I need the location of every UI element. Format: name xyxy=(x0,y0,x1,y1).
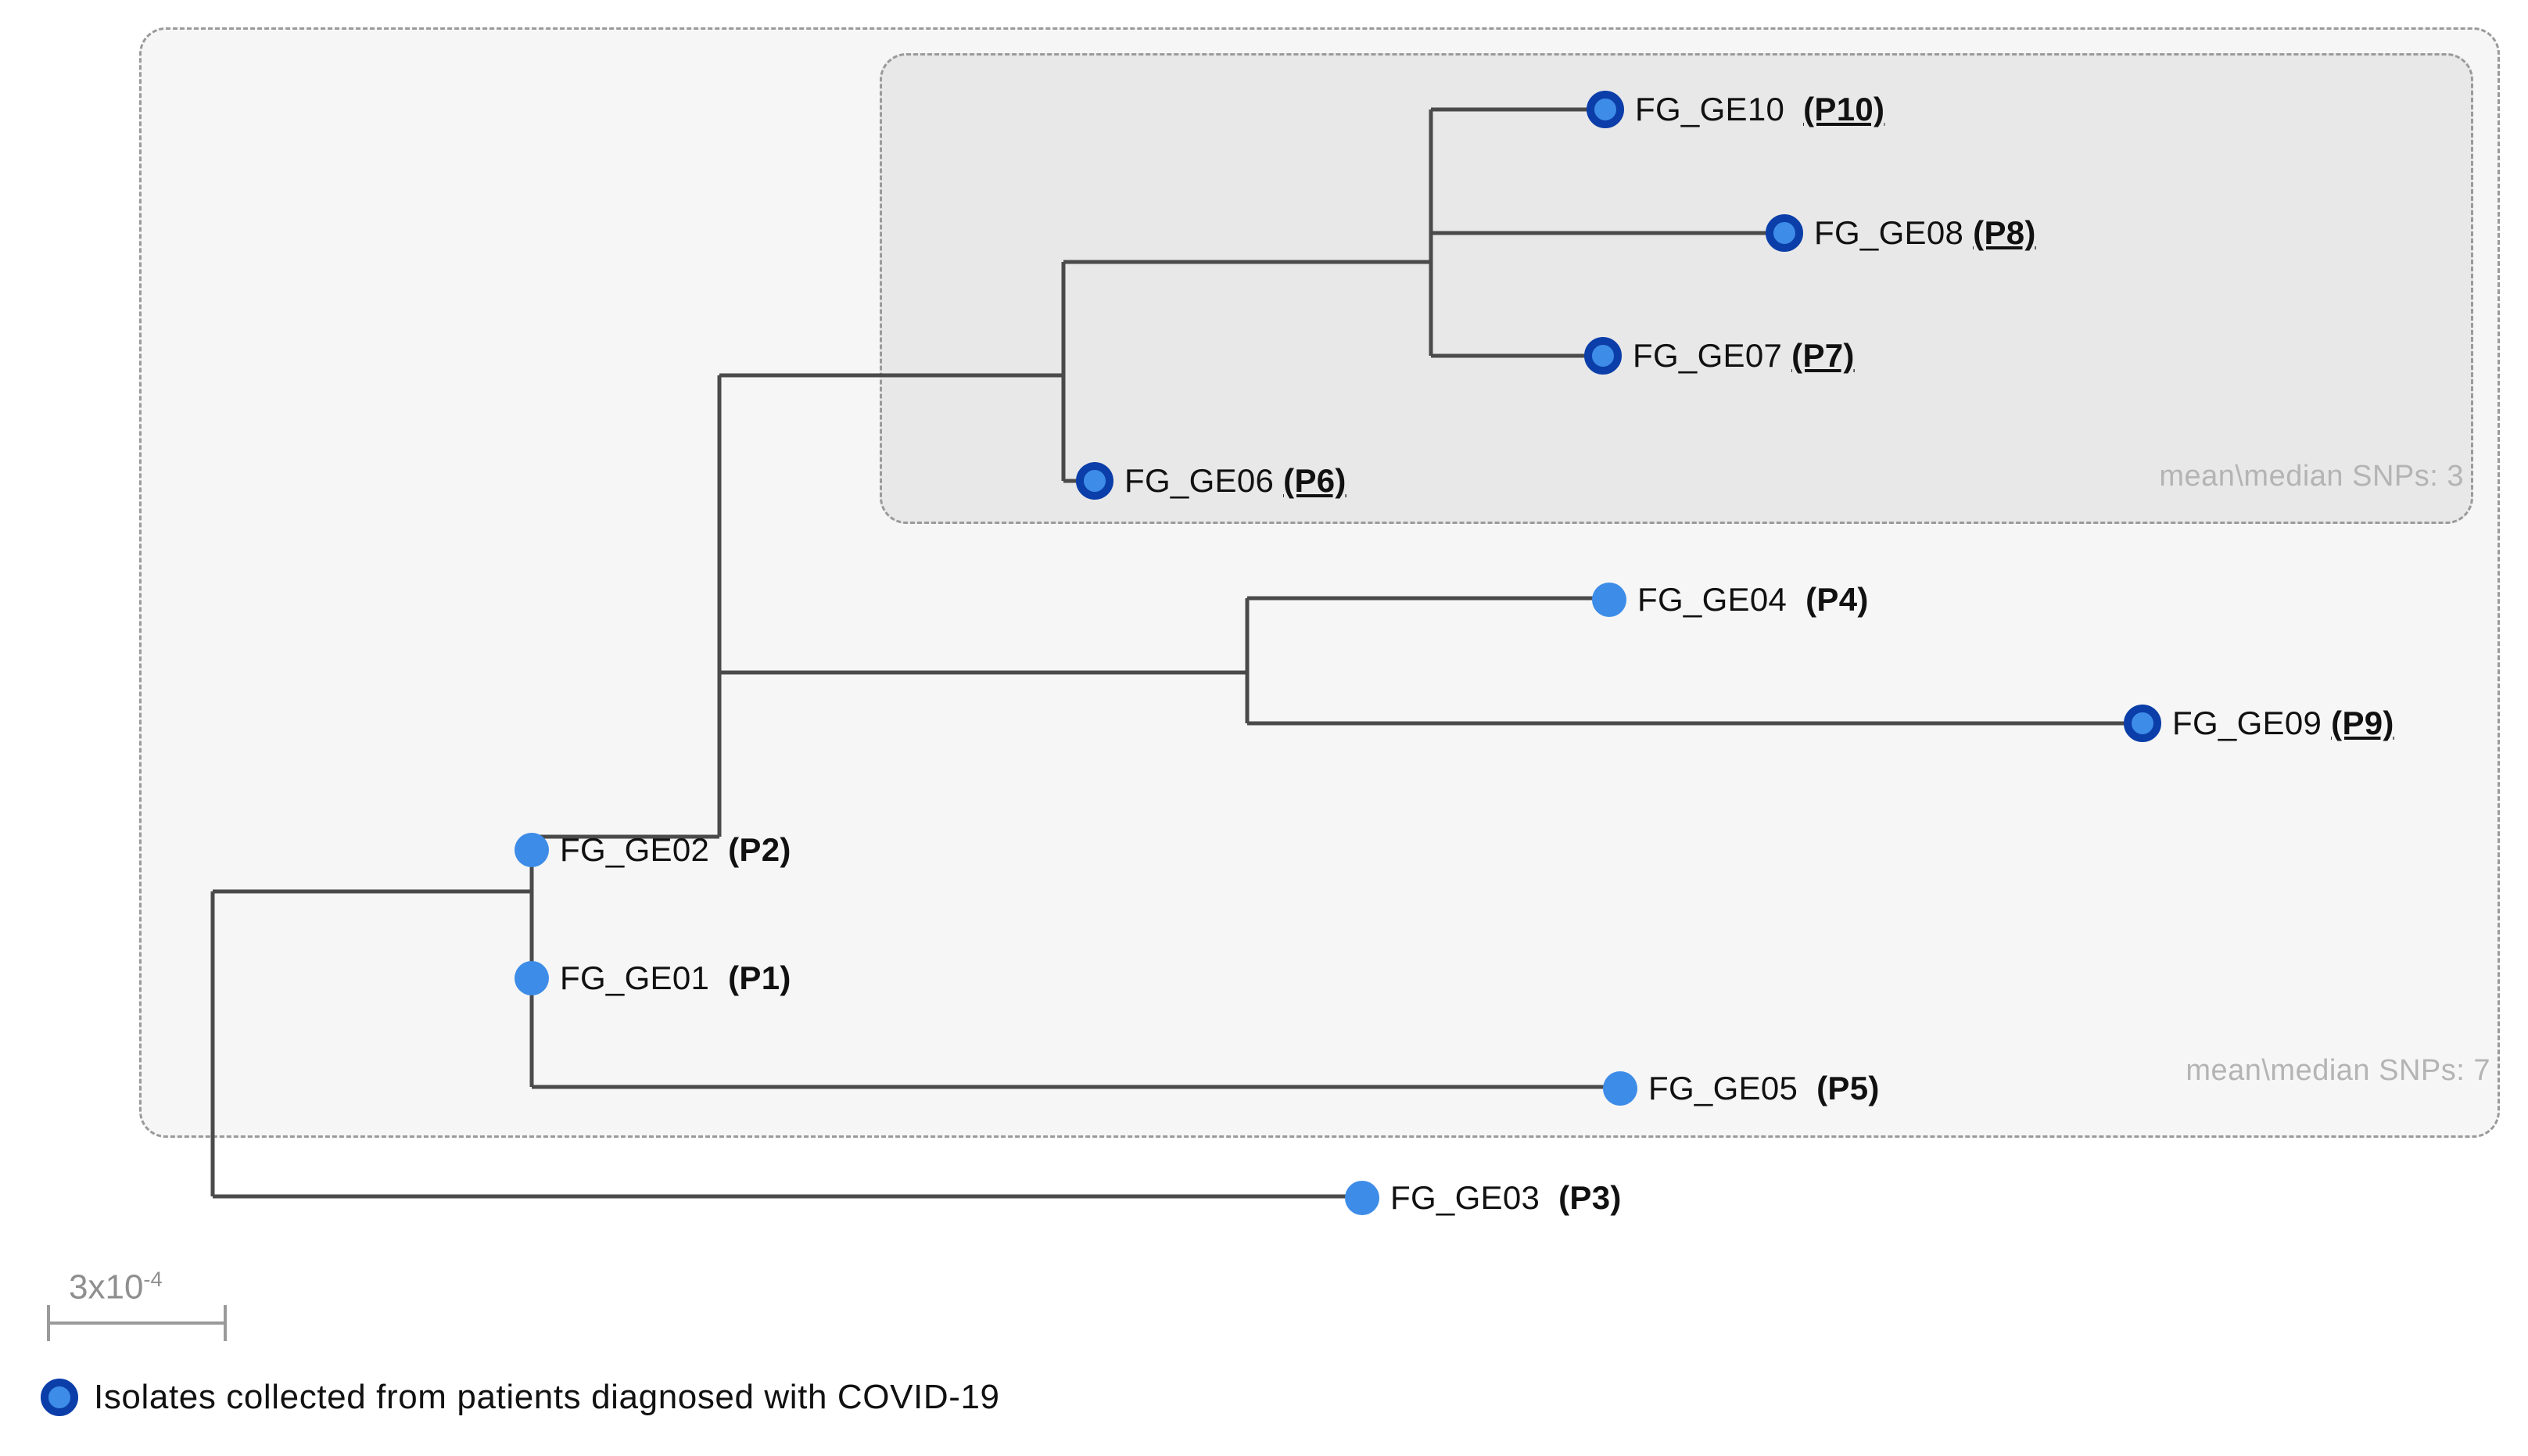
tip-label-fg-ge08: FG_GE08 (P8) xyxy=(1814,214,2036,251)
tip-fg-ge08[interactable]: FG_GE08 (P8) xyxy=(1766,214,2036,252)
tip-fg-ge02[interactable]: FG_GE02 (P2) xyxy=(515,831,791,869)
tip-label-fg-ge10: FG_GE10 (P10) xyxy=(1635,91,1885,127)
tip-label-fg-ge06: FG_GE06 (P6) xyxy=(1124,462,1346,499)
tip-fg-ge03[interactable]: FG_GE03 (P3) xyxy=(1345,1179,1622,1217)
tip-label-fg-ge09: FG_GE09 (P9) xyxy=(2172,705,2394,741)
tip-fg-ge05[interactable]: FG_GE05 (P5) xyxy=(1603,1070,1880,1107)
tip-fg-ge10[interactable]: FG_GE10 (P10) xyxy=(1587,91,1885,128)
tip-label-fg-ge02: FG_GE02 (P2) xyxy=(560,831,791,868)
tip-fg-ge01[interactable]: FG_GE01 (P1) xyxy=(515,959,791,997)
tip-label-fg-ge07: FG_GE07 (P7) xyxy=(1633,337,1855,374)
legend: Isolates collected from patients diagnos… xyxy=(41,1378,1000,1417)
tip-fg-ge07[interactable]: FG_GE07 (P7) xyxy=(1584,337,1855,375)
tip-fg-ge09[interactable]: FG_GE09 (P9) xyxy=(2124,705,2394,742)
outer-clade-snp-annotation: mean\median SNPs: 7 xyxy=(2186,1054,2490,1087)
tip-marker-icon xyxy=(1584,337,1622,375)
tip-label-fg-ge01: FG_GE01 (P1) xyxy=(560,959,791,996)
tip-marker-icon xyxy=(1345,1181,1379,1215)
tip-fg-ge06[interactable]: FG_GE06 (P6) xyxy=(1076,462,1346,500)
legend-marker-icon xyxy=(41,1379,78,1416)
tip-marker-icon xyxy=(1603,1071,1637,1106)
tip-marker-icon xyxy=(515,961,549,995)
tip-label-fg-ge04: FG_GE04 (P4) xyxy=(1637,581,1869,618)
inner-clade-snp-annotation: mean\median SNPs: 3 xyxy=(2159,460,2464,493)
scale-bar xyxy=(47,1305,227,1341)
inner-clade-highlight-box xyxy=(880,53,2473,524)
tip-marker-icon xyxy=(1592,583,1626,617)
scale-bar-label: 3x10-4 xyxy=(69,1267,163,1307)
tip-label-fg-ge03: FG_GE03 (P3) xyxy=(1390,1179,1622,1216)
tip-marker-icon xyxy=(515,833,549,867)
tip-fg-ge04[interactable]: FG_GE04 (P4) xyxy=(1592,581,1869,619)
tip-marker-icon xyxy=(1766,214,1803,252)
tip-label-fg-ge05: FG_GE05 (P5) xyxy=(1648,1070,1880,1106)
legend-label: Isolates collected from patients diagnos… xyxy=(94,1378,1000,1416)
tip-marker-icon xyxy=(1587,91,1624,128)
tip-marker-icon xyxy=(2124,705,2161,742)
tip-marker-icon xyxy=(1076,462,1113,500)
